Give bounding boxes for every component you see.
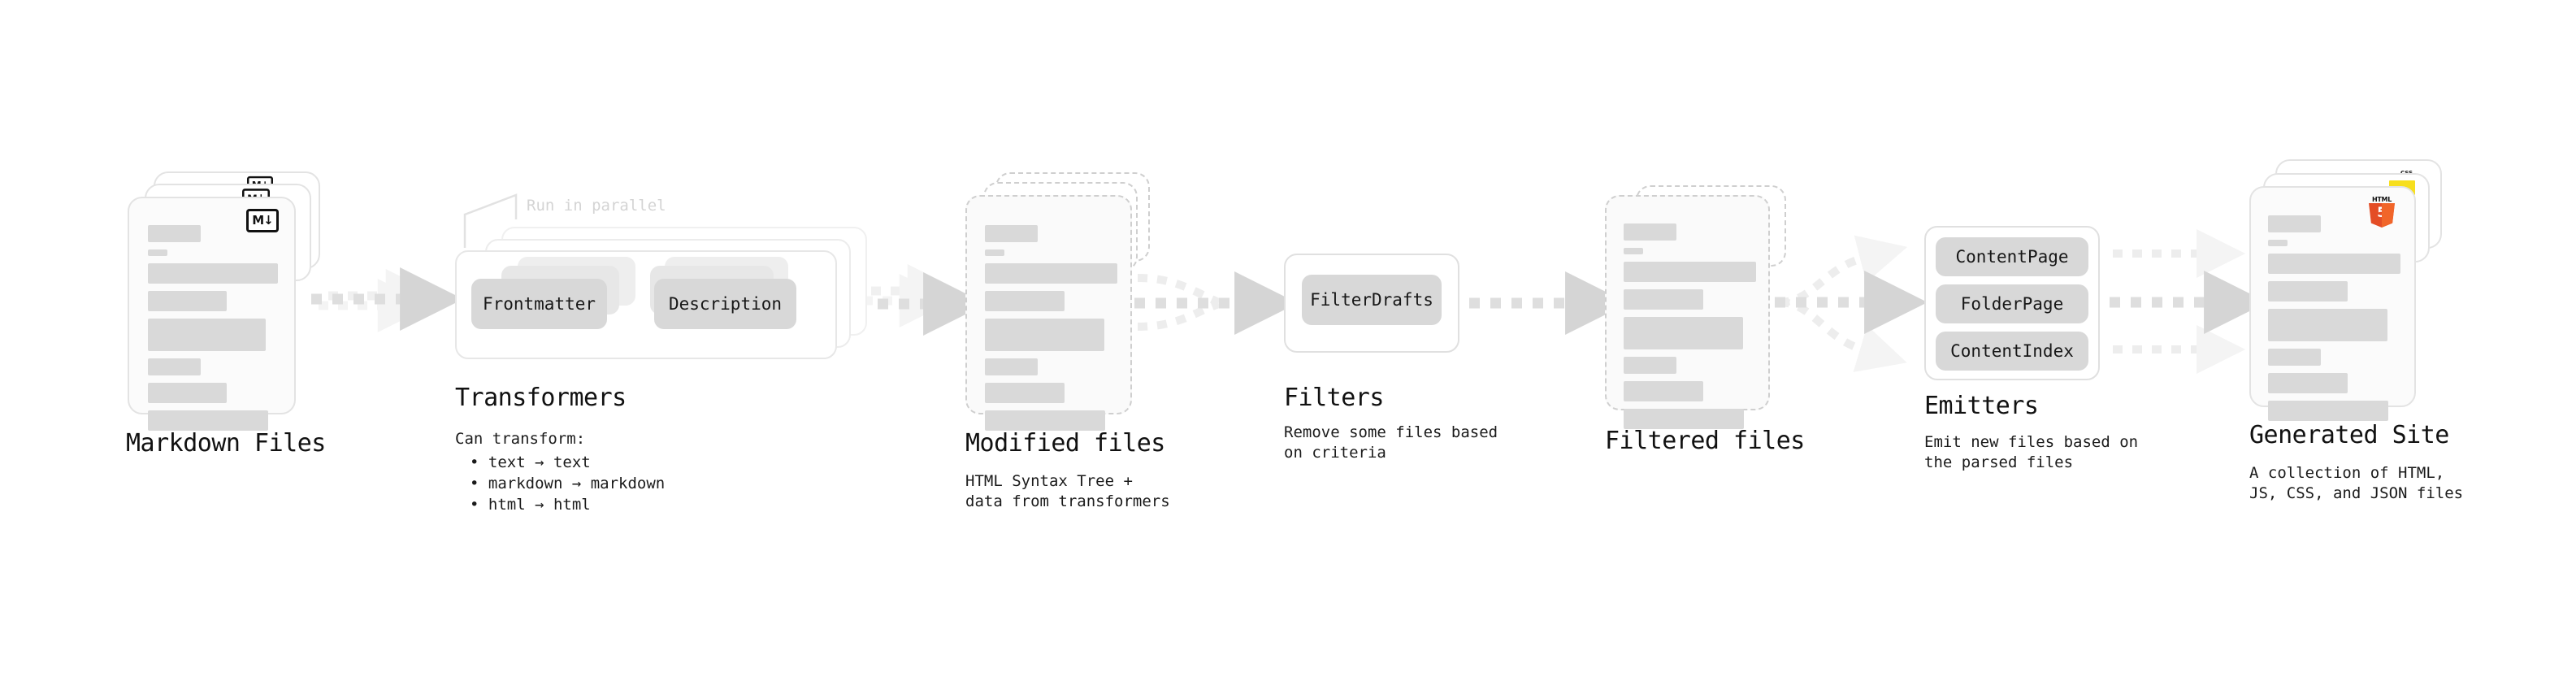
content-bar [2268, 215, 2321, 232]
content-bar [1624, 248, 1643, 254]
chip-description[interactable]: Description [654, 279, 796, 329]
arrow-md-to-transformers [311, 267, 464, 332]
content-bar [1624, 223, 1676, 241]
content-bar [2268, 281, 2348, 301]
chip-frontmatter[interactable]: Frontmatter [471, 279, 607, 329]
content-bar [1624, 357, 1676, 374]
content-bar [985, 263, 1117, 284]
html5-badge-label: HTML [2371, 196, 2392, 203]
content-bar [985, 358, 1038, 375]
content-bar [148, 383, 227, 403]
html5-badge: HTML 5 [2369, 197, 2395, 228]
stage-subtitle-emitters: Emit new files based on the parsed files [1924, 433, 2139, 471]
content-bar [1624, 409, 1744, 429]
content-bar [1624, 381, 1703, 401]
chip-contentpage-label: ContentPage [1955, 247, 2069, 267]
stage-subtitle-filters: Remove some files based on criteria [1284, 423, 1498, 462]
stage-title-emitters: Emitters [1924, 392, 2039, 420]
chip-folderpage[interactable]: FolderPage [1936, 284, 2088, 323]
stage-title-filtered-files: Filtered files [1605, 427, 1805, 455]
stage-generated-site: CSS HTML 5 Ge [0, 0, 2463, 502]
content-bar [148, 410, 268, 431]
content-bar [2268, 309, 2387, 341]
stage-subtitle-modified-files: HTML Syntax Tree + data from transformer… [965, 472, 1170, 510]
content-bar [1624, 262, 1756, 282]
generated-site-stack[interactable]: CSS HTML 5 [0, 0, 2442, 421]
transformers-note-item-2: • html → html [470, 496, 591, 514]
content-bar [985, 383, 1065, 403]
html5-shield-icon: 5 [2369, 203, 2395, 228]
chip-frontmatter-label: Frontmatter [482, 294, 596, 314]
content-bar [985, 319, 1104, 351]
content-bar [2268, 349, 2321, 366]
run-in-parallel-label: Run in parallel [527, 197, 666, 215]
modified-card-content [985, 225, 1117, 438]
content-bar [148, 319, 266, 351]
stage-title-markdown-files: Markdown Files [126, 429, 326, 458]
content-bar [985, 249, 1004, 256]
content-bar [148, 249, 167, 256]
chip-contentindex[interactable]: ContentIndex [1936, 332, 2088, 371]
transformers-note-heading: Can transform: [455, 430, 586, 448]
content-bar [985, 291, 1065, 311]
generated-card-content [2268, 215, 2400, 428]
transformers-note-item-1: • markdown → markdown [470, 475, 666, 492]
stage-subtitle-generated-site: A collection of HTML, JS, CSS, and JSON … [2249, 464, 2464, 502]
chip-contentpage[interactable]: ContentPage [1936, 237, 2088, 276]
arrow-emitters-to-site [2110, 229, 2268, 374]
content-bar [148, 263, 278, 284]
content-bar [148, 358, 201, 375]
content-bar [2268, 240, 2288, 246]
markdown-badge: M↓ [246, 209, 279, 232]
chip-contentindex-label: ContentIndex [1950, 341, 2074, 361]
content-bar [985, 225, 1038, 242]
markdown-card-content [148, 225, 278, 438]
chip-filterdrafts[interactable]: FilterDrafts [1302, 275, 1442, 325]
content-bar [985, 410, 1105, 431]
content-bar [1624, 289, 1703, 310]
filtered-card-content [1624, 223, 1756, 436]
content-bar [148, 291, 227, 311]
stage-title-filters: Filters [1284, 384, 1384, 412]
content-bar [2268, 373, 2348, 393]
content-bar [2268, 401, 2388, 421]
chip-folderpage-label: FolderPage [1960, 294, 2064, 314]
chip-filterdrafts-label: FilterDrafts [1310, 290, 1433, 310]
stage-title-generated-site: Generated Site [2249, 421, 2449, 449]
transformers-note-item-0: • text → text [470, 453, 591, 471]
arrow-filtered-to-emitters [1775, 235, 1928, 372]
content-bar [1624, 317, 1743, 349]
stage-title-transformers: Transformers [455, 384, 627, 412]
content-bar [148, 225, 201, 242]
chip-description-label: Description [668, 294, 783, 314]
stage-title-modified-files: Modified files [965, 429, 1165, 458]
content-bar [2268, 254, 2400, 274]
arrow-modified-to-filters [1134, 271, 1299, 335]
